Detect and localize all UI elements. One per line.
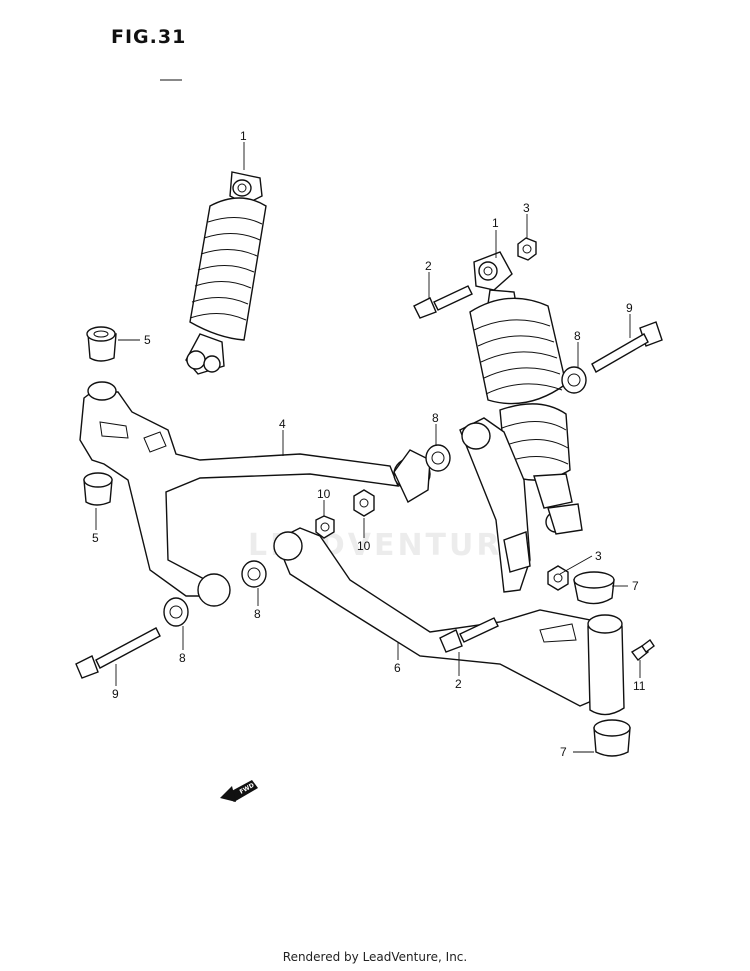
callout-9-right: 9 bbox=[626, 301, 633, 315]
bolt-9-left bbox=[75, 627, 161, 679]
bushing-8-left bbox=[163, 597, 189, 627]
grease-fitting-11 bbox=[630, 638, 655, 661]
callout-2-bottom: 2 bbox=[455, 677, 462, 691]
callout-6: 6 bbox=[394, 661, 401, 675]
bushing-8-upper bbox=[425, 444, 451, 472]
collar-7-upper bbox=[573, 571, 615, 605]
shock-absorber-left bbox=[185, 171, 267, 375]
leader-3-lower bbox=[559, 555, 593, 575]
callout-8-left: 8 bbox=[179, 651, 186, 665]
figure-title: FIG.31 bbox=[111, 26, 187, 48]
nut-3-lower bbox=[547, 565, 569, 591]
callout-3-lower: 3 bbox=[595, 549, 602, 563]
collar-7-lower bbox=[593, 719, 631, 757]
callout-5-top: 5 bbox=[144, 333, 151, 347]
collar-5-bottom bbox=[83, 472, 113, 506]
bushing-8-mid bbox=[241, 560, 267, 588]
callout-2-top: 2 bbox=[425, 259, 432, 273]
callout-9-left: 9 bbox=[112, 687, 119, 701]
callout-8-upper: 8 bbox=[432, 411, 439, 425]
shock-absorber-right bbox=[469, 251, 583, 535]
callout-1-right: 1 bbox=[492, 216, 499, 230]
lower-arm bbox=[273, 417, 625, 716]
bolt-2-bottom bbox=[439, 617, 499, 653]
callout-8-mid: 8 bbox=[254, 607, 261, 621]
nut-10-left bbox=[315, 515, 335, 539]
callout-8-right: 8 bbox=[574, 329, 581, 343]
callout-10-right: 10 bbox=[357, 539, 371, 553]
callout-5-bottom: 5 bbox=[92, 531, 99, 545]
nut-3-top bbox=[517, 237, 537, 261]
callout-3-top: 3 bbox=[523, 201, 530, 215]
footer-credit: Rendered by LeadVenture, Inc. bbox=[282, 950, 468, 964]
callout-7-upper: 7 bbox=[632, 579, 639, 593]
callout-7-lower: 7 bbox=[560, 745, 567, 759]
callout-11: 11 bbox=[633, 679, 646, 693]
bolt-9-right bbox=[591, 321, 663, 373]
collar-5-top bbox=[86, 326, 117, 362]
forward-arrow-icon: FWD bbox=[220, 780, 258, 802]
bushing-8-right bbox=[561, 366, 587, 394]
callout-10-left: 10 bbox=[317, 487, 331, 501]
upper-arm bbox=[79, 381, 431, 607]
nut-10-right bbox=[353, 489, 375, 517]
callout-1-left: 1 bbox=[240, 129, 247, 143]
callout-4: 4 bbox=[279, 417, 286, 431]
bolt-2-top bbox=[413, 285, 473, 319]
